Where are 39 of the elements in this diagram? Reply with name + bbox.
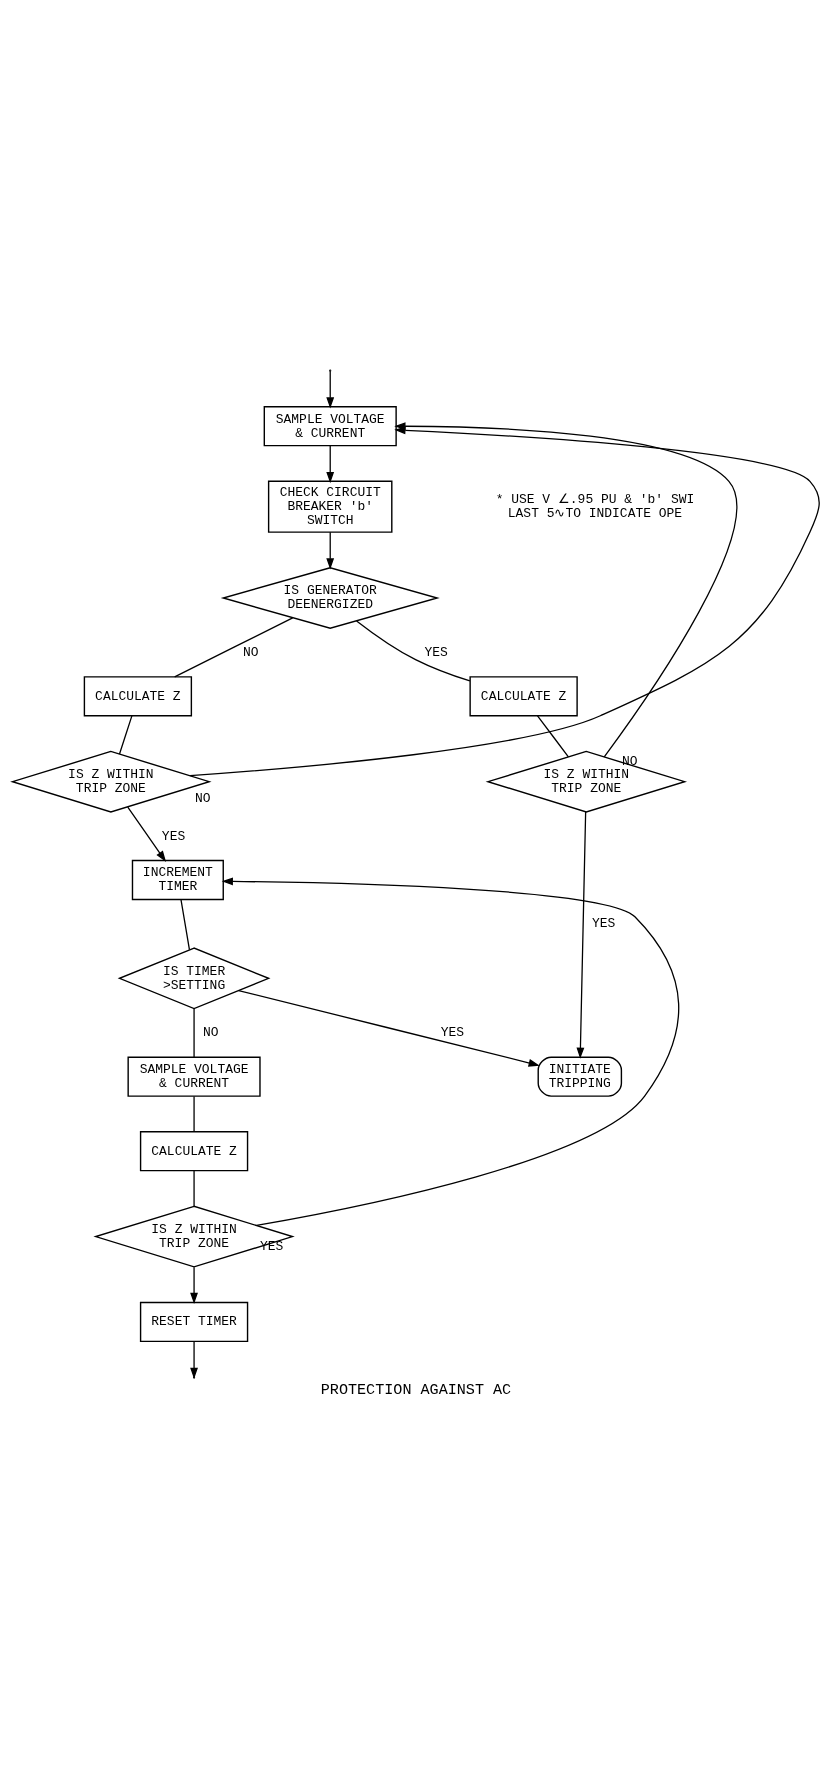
- edge-label: NO: [621, 754, 638, 770]
- connector: [193, 1008, 195, 1058]
- node-box: SAMPLE VOLTAGE & CURRENT: [127, 1056, 261, 1097]
- node-diamond: IS GENERATOR DEENERGIZED: [220, 567, 440, 629]
- node-box: CALCULATE Z: [83, 676, 193, 717]
- connector: [536, 715, 569, 758]
- edge-label: YES: [440, 1025, 464, 1041]
- arrow: [189, 426, 820, 777]
- arrow: [221, 877, 680, 1227]
- connector: [174, 617, 294, 678]
- arrow: [326, 370, 335, 409]
- node-box: SAMPLE VOLTAGE & CURRENT: [263, 406, 397, 447]
- edge-label: YES: [591, 916, 616, 932]
- arrow: [127, 806, 167, 863]
- label: * USE V ∠.95 PU & 'b' SWI LAST 5∿TO INDICATE OPE: [495, 492, 695, 522]
- edge-label: YES: [161, 828, 186, 844]
- connector: [355, 620, 471, 682]
- node-diamond: IS TIMER >SETTING: [117, 947, 271, 1010]
- arrow: [576, 811, 587, 1059]
- arrow: [190, 1266, 198, 1304]
- node-box: CALCULATE Z: [139, 1131, 249, 1172]
- arrow: [238, 989, 540, 1067]
- edge-label: YES: [424, 644, 448, 660]
- edge-label: YES: [259, 1238, 284, 1254]
- caption: PROTECTION AGAINST AC: [320, 1381, 512, 1400]
- edge-label: NO: [243, 644, 259, 660]
- node-box: INCREMENT TIMER: [131, 859, 224, 901]
- node-box: CHECK CIRCUIT BREAKER 'b' SWITCH: [267, 480, 393, 533]
- edge-label: NO: [195, 790, 211, 806]
- node-box: INITIATE TRIPPING: [537, 1056, 623, 1097]
- node-box: RESET TIMER: [139, 1301, 249, 1343]
- connector: [180, 899, 191, 951]
- arrow: [326, 445, 335, 484]
- node-box: CALCULATE Z: [469, 676, 578, 717]
- edge-label: NO: [203, 1025, 219, 1041]
- connector: [193, 1095, 195, 1132]
- connector: [118, 715, 133, 755]
- connector: [193, 1170, 195, 1207]
- arrow: [326, 531, 335, 570]
